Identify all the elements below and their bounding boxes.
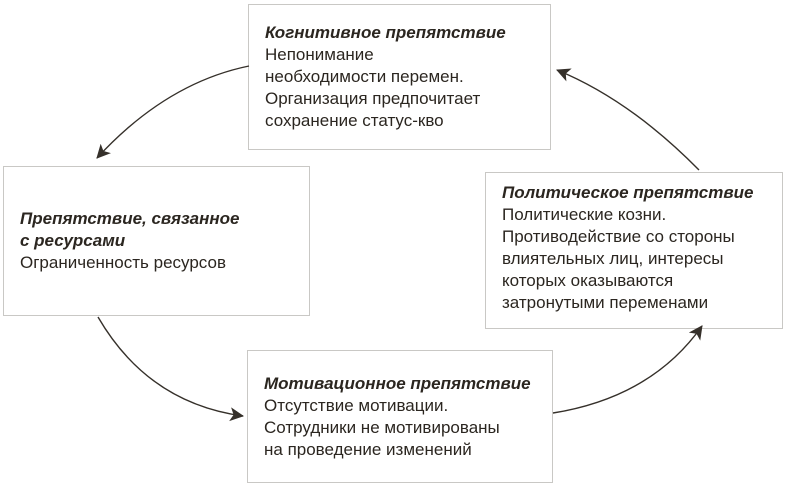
arrow-cognitive-to-resource [96,65,250,159]
arrow-motivational-to-political [552,325,703,414]
box-political-obstacle: Политическое препятствие Политические ко… [485,172,783,329]
box-title: Препятствие, связанное с ресурсами [20,209,240,250]
box-title: Мотивационное препятствие [264,373,531,393]
box-text: Непонимание необходимости перемен. Орган… [265,45,481,130]
arrow-resource-to-motivational [97,316,244,422]
box-motivational-obstacle: Мотивационное препятствие Отсутствие мот… [247,350,553,483]
box-resource-obstacle: Препятствие, связанное с ресурсами Огран… [3,166,310,316]
box-title: Политическое препятствие [502,183,754,202]
box-text: Политические козни. Противодействие со с… [502,205,735,312]
box-text: Ограниченность ресурсов [20,253,226,272]
box-title: Когнитивное препятствие [265,23,506,42]
box-cognitive-obstacle: Когнитивное препятствие Непонимание необ… [248,4,551,150]
arrow-political-to-cognitive [556,68,700,171]
box-text: Отсутствие мотивации. Сотрудники не моти… [264,395,500,459]
